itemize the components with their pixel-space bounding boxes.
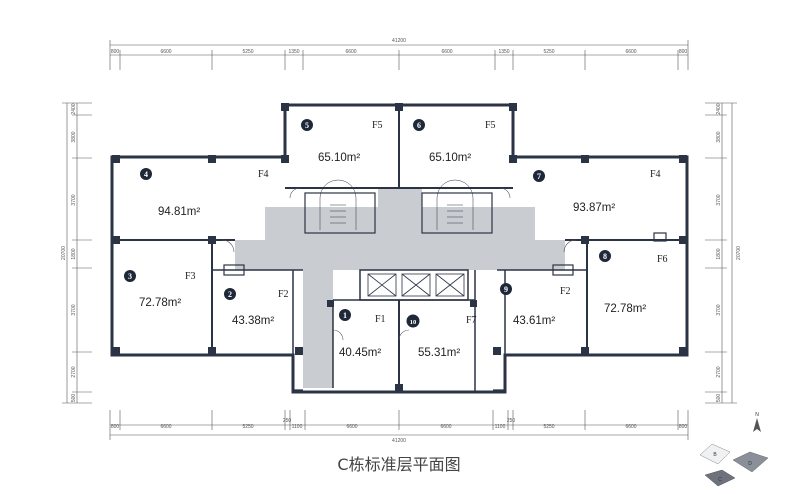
unit-marker-2 [224, 288, 236, 300]
top-dim-seg: 6600 [345, 49, 356, 55]
unit-number-4: 4 [144, 170, 148, 179]
unit-number-2: 2 [228, 290, 232, 299]
unit-type-6: F5 [485, 120, 496, 131]
bottom-dim-seg: 6600 [346, 424, 357, 430]
unit-type-1: F1 [375, 314, 386, 325]
top-dim-seg: 5250 [242, 49, 253, 55]
top-dim-seg: 5250 [543, 49, 554, 55]
left-dim-seg: 3800 [71, 131, 77, 142]
unit-type-8: F6 [657, 254, 668, 265]
left-dim-seg: 3700 [71, 194, 77, 205]
top-dimension-chain [109, 40, 689, 70]
bottom-dim-seg: 250 [507, 418, 516, 424]
unit-area-8: 72.78m² [604, 303, 646, 315]
unit-area-10: 55.31m² [418, 347, 460, 359]
right-dimension-chain [705, 102, 737, 404]
bottom-dim-seg: 800 [111, 424, 120, 430]
unit-marker-8 [599, 250, 611, 262]
unit-number-7: 7 [537, 172, 541, 181]
bottom-dim-seg: 250 [283, 418, 292, 424]
unit-marker-9 [500, 283, 512, 295]
unit-area-5: 65.10m² [318, 152, 360, 164]
left-dim-seg: 2400 [71, 103, 77, 114]
top-dim-seg: 6600 [441, 49, 452, 55]
left-dim-seg: 3700 [71, 304, 77, 315]
unit-type-4: F4 [258, 169, 269, 180]
unit-type-9: F2 [560, 286, 571, 297]
unit-area-4: 94.81m² [158, 206, 200, 218]
top-dim-seg: 800 [111, 49, 120, 55]
bottom-dim-seg: 1100 [292, 424, 303, 430]
unit-marker-6 [413, 119, 425, 131]
right-dim-seg: 3800 [716, 131, 722, 142]
right-dim-seg: 3700 [716, 194, 722, 205]
balconies [223, 232, 667, 391]
columns [112, 103, 687, 392]
right-dim-seg: 1800 [716, 248, 722, 259]
unit-marker-10 [406, 314, 420, 328]
top-dim-seg: 6600 [625, 49, 636, 55]
right-dim-seg: 2400 [716, 103, 722, 114]
unit-area-1: 40.45m² [339, 347, 381, 359]
unit-number-10: 10 [410, 319, 417, 326]
bottom-dim-seg: 800 [679, 424, 688, 430]
key-label-c: C [718, 477, 722, 483]
bottom-dim-seg: 5250 [242, 424, 253, 430]
right-dim-seg: 500 [716, 394, 722, 403]
unit-area-3: 72.78m² [139, 297, 181, 309]
bottom-total-dim: 41200 [392, 438, 406, 444]
unit-marker-5 [301, 119, 313, 131]
left-total-dim: 20700 [61, 246, 67, 260]
stair-treads [319, 179, 474, 230]
unit-type-7: F4 [650, 169, 661, 180]
bottom-dimension-chain [109, 410, 689, 440]
unit-area-7: 93.87m² [573, 202, 615, 214]
unit-number-1: 1 [343, 311, 347, 320]
top-dim-seg: 1350 [498, 49, 509, 55]
north-label: N [755, 412, 759, 418]
plan-title: C栋标准层平面图 [337, 455, 460, 474]
right-total-dim: 20700 [736, 246, 742, 260]
unit-type-2: F2 [278, 289, 289, 300]
top-dim-seg: 800 [679, 49, 688, 55]
bottom-dim-seg: 1100 [495, 424, 506, 430]
top-dim-seg: 1350 [288, 49, 299, 55]
unit-area-2: 43.38m² [232, 315, 274, 327]
bottom-dim-seg: 5250 [543, 424, 554, 430]
top-dim-seg: 6600 [160, 49, 171, 55]
unit-number-3: 3 [128, 272, 132, 281]
key-plan: N B D C [699, 412, 769, 487]
unit-marker-4 [140, 168, 152, 180]
key-label-b: B [713, 452, 717, 458]
north-arrow-icon: N [753, 412, 761, 432]
unit-number-5: 5 [305, 121, 309, 130]
right-dim-seg: 2700 [716, 366, 722, 377]
top-total-dim: 41200 [392, 38, 406, 44]
left-dim-seg: 2700 [71, 366, 77, 377]
unit-type-10: F7 [466, 315, 477, 326]
key-label-d: D [748, 461, 752, 467]
unit-type-5: F5 [372, 120, 383, 131]
corridor [235, 188, 565, 388]
unit-marker-1 [339, 309, 351, 321]
unit-number-9: 9 [504, 285, 508, 294]
door-swings [221, 187, 577, 341]
elevator-shafts [367, 273, 465, 297]
bottom-dim-seg: 6600 [160, 424, 171, 430]
unit-area-6: 65.10m² [429, 152, 471, 164]
unit-number-8: 8 [603, 252, 607, 261]
left-dim-seg: 500 [71, 394, 77, 403]
unit-number-6: 6 [417, 121, 421, 130]
right-dim-seg: 3700 [716, 304, 722, 315]
unit-marker-7 [533, 170, 545, 182]
bottom-dim-seg: 6600 [440, 424, 451, 430]
unit-area-9: 43.61m² [513, 315, 555, 327]
unit-type-3: F3 [185, 271, 196, 282]
left-dimension-chain [62, 102, 92, 404]
bottom-dim-seg: 6600 [625, 424, 636, 430]
left-dim-seg: 1800 [71, 248, 77, 259]
unit-marker-3 [124, 270, 136, 282]
